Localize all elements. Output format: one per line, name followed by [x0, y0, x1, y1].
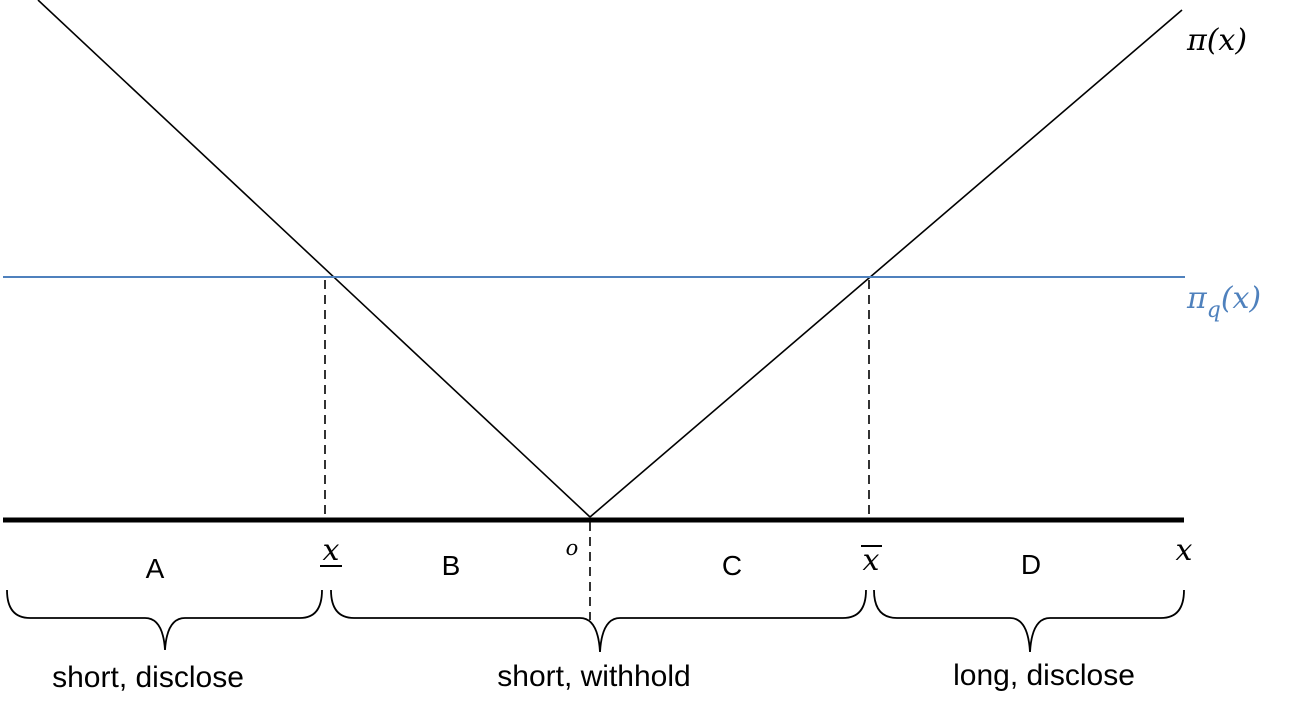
- group-short-disclose-label: short, disclose: [52, 661, 244, 694]
- pi-right-line: [589, 9, 1183, 518]
- group-short-withhold-label: short, withhold: [497, 660, 690, 693]
- brace-long-disclose: [873, 589, 1185, 653]
- origin-label: o: [566, 536, 579, 560]
- pi-curve-label: π(x): [1186, 23, 1247, 58]
- group-long-disclose-label: long, disclose: [953, 659, 1135, 692]
- brace-short-withhold: [330, 589, 867, 653]
- pi-q-curve-label: πq(x): [1186, 281, 1261, 323]
- pi-left-line: [37, 0, 591, 518]
- x-axis-label: x: [1176, 533, 1193, 568]
- brace-short-disclose: [6, 589, 323, 651]
- x-upper-label: x: [863, 543, 880, 578]
- region-c-label: C: [722, 550, 742, 581]
- region-d-label: D: [1021, 549, 1041, 580]
- region-a-label: A: [146, 553, 165, 584]
- x-lower-label: x: [323, 533, 340, 568]
- region-b-label: B: [442, 550, 461, 581]
